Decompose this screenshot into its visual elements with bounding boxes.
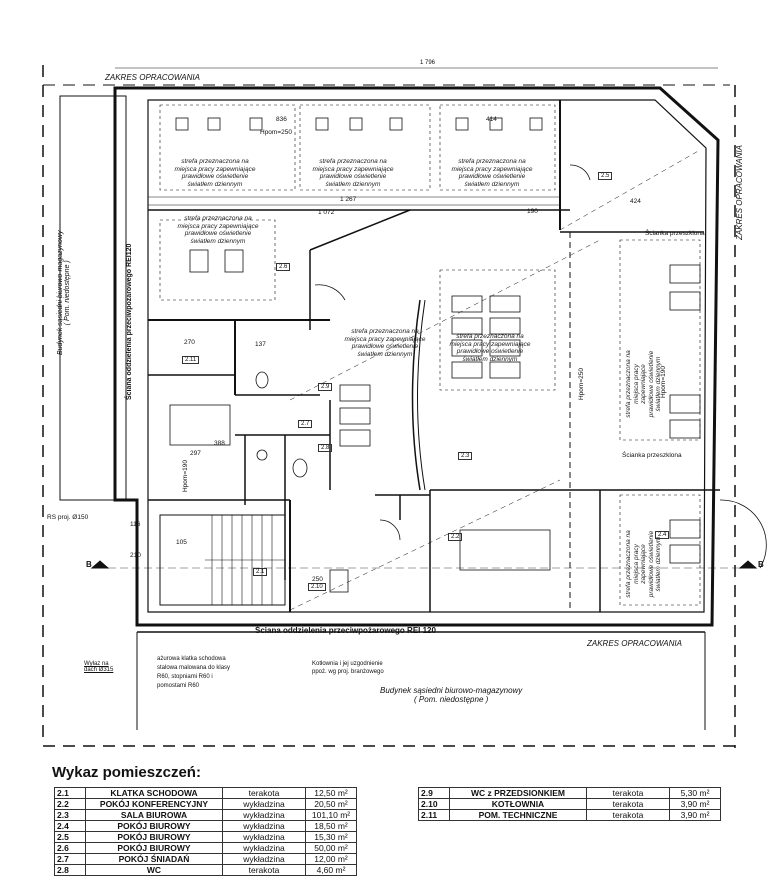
- room-tag-2-11: 2.11: [182, 356, 200, 364]
- neighbor-left-line2: ( Pom. niedostępne ): [64, 260, 71, 326]
- hpom-label-3: Hpom=190: [182, 460, 189, 492]
- room-tag-2-9: 2.9: [318, 383, 333, 391]
- dim-label: 1 267: [340, 196, 357, 203]
- wall-label-left: Ściana oddzielenia przeciwpożarowego REI…: [126, 243, 133, 400]
- hpom-label-1: Hpom=250: [260, 129, 292, 136]
- dim-label: 250: [312, 576, 323, 583]
- floor-plan-drawing: [42, 65, 767, 748]
- outer-wall: [113, 86, 720, 627]
- scope-label-right: ZAKRES OPRACOWANIA: [735, 145, 744, 240]
- room-tag-2-2: 2.2: [448, 533, 463, 541]
- partition-label-1: Ścianka przeszklona: [645, 230, 705, 237]
- dim-label: 1 072: [318, 209, 335, 216]
- section-mark-right: [738, 560, 758, 569]
- neighbor-bottom-label: Budynek sąsiedni biurowo-magazynowy ( Po…: [380, 686, 522, 704]
- neighbor-bottom-line2: ( Pom. niedostępne ): [414, 695, 489, 704]
- dim-label: 297: [190, 450, 201, 457]
- dim-label: 424: [630, 198, 641, 205]
- room-tag-2-4: 2.4: [655, 531, 670, 539]
- neighbor-left-label: Budynek sąsiedni biurowo-magazynowy ( Po…: [57, 230, 71, 355]
- wall-label-bottom: Ściana oddzielenia przeciwpożarowego REI…: [255, 626, 436, 635]
- neighbor-bottom-line1: Budynek sąsiedni biurowo-magazynowy: [380, 686, 523, 695]
- dim-label: 105: [176, 539, 187, 546]
- room-tag-2-7: 2.7: [298, 420, 313, 428]
- dim-label: 190: [527, 208, 538, 215]
- room-tag-2-6: 2.6: [276, 263, 291, 271]
- hpom-label-2: Hpom=250: [578, 368, 585, 400]
- section-label-right: B: [758, 560, 764, 569]
- room-tag-2-8: 2.8: [318, 444, 333, 452]
- dim-label: 388: [214, 440, 225, 447]
- scope-label-top: ZAKRES OPRACOWANIA: [105, 73, 200, 82]
- scope-label-bottom: ZAKRES OPRACOWANIA: [587, 639, 682, 648]
- neighbor-left-line1: Budynek sąsiedni biurowo-magazynowy: [57, 230, 64, 355]
- dim-label: 836: [276, 116, 287, 123]
- room-tag-2-10: 2.10: [308, 583, 326, 591]
- hpom-label-4: Hpom=190: [660, 366, 667, 398]
- dim-total: 1 796: [420, 60, 436, 66]
- room-tag-2-1: 2.1: [253, 568, 268, 576]
- room-tag-2-3: 2.3: [458, 452, 473, 460]
- rs-label: RS proj. Ø150: [47, 514, 89, 521]
- room-list-title: Wykaz pomieszczeń:: [52, 764, 201, 781]
- room-tag-2-5: 2.5: [598, 172, 613, 180]
- dim-label: 137: [255, 341, 266, 348]
- dim-label: 210: [130, 552, 141, 559]
- dim-label: 414: [486, 116, 497, 123]
- partition-label-2: Ścianka przeszklona: [622, 452, 682, 459]
- section-label-left: B: [86, 560, 92, 569]
- dim-label: 270: [184, 339, 195, 346]
- dim-label: 116: [130, 521, 141, 528]
- section-mark-left: [90, 560, 110, 569]
